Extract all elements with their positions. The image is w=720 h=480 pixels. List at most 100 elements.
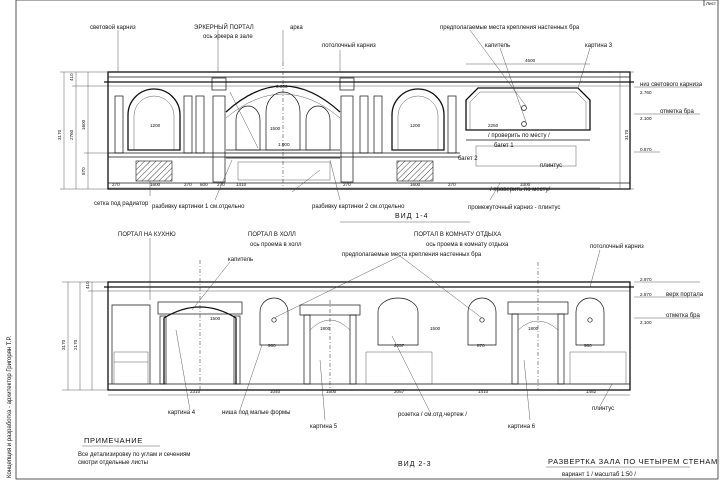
dim-left: 3170 [61,339,66,350]
label-picture-3: картина 3 [585,43,613,49]
label-hall-portal: ПОРТАЛ В ХОЛЛ [248,232,296,238]
dim-inside: 1800 [528,326,539,331]
label-sconce-places: предполагаемые места крепления настенных… [440,25,580,31]
label-picture-6: картина 6 [508,424,536,430]
dims-bottom-view-2-3: 2310 1040 1500 2057 1410 1482 [108,389,630,396]
label-rest-axis: ось проема в комнату отдыха [426,242,509,248]
dim-bottom: 1410 [478,389,489,394]
level-sconce: отметка бра [660,109,694,115]
label-bay-portal: ЭРКЕРНЫЙ ПОРТАЛ [194,23,254,31]
label-capital: капитель [485,43,510,49]
levels-right-view-2-3: 2.970 2.570 верх портала 2.100 отметка б… [634,277,704,325]
sconce-point [521,105,527,111]
footer-variant: вариант 1 / масштаб 1:50 / [562,472,636,478]
dim-bottom: 270 [112,182,120,187]
label-small-forms: ниша под малые формы [222,410,290,416]
dim-inside: 1800 [320,326,331,331]
note-block: ПРИМЕЧАНИЕ Все детализировку по углам и … [78,436,190,466]
footer-title-block: РАЗВЕРТКА ЗАЛА ПО ЧЕТЫРЕМ СТЕНАМ вариант… [546,457,717,478]
label-plinth: плинтус [540,163,562,169]
dim-inside: 2250 [488,123,499,128]
label-kitchen-portal: ПОРТАЛ НА КУХНЮ [118,232,176,238]
wall-outline [107,281,631,391]
dim-inside: 2057 [394,343,405,348]
view-1-4: 410 1600 3170 2760 870 3170 низ световог… [57,23,703,223]
label-radiator-grid: сетка под радиатор [94,201,149,207]
column [447,95,457,154]
view-title-2-3: ВИД 2-3 [398,461,432,468]
dim-left: 1600 [81,119,86,130]
radiator-grid [135,160,173,182]
dim-bottom: 3300 [520,182,531,187]
sheet-mark: Лист [706,1,717,6]
level-mark: 2.570 [640,292,652,297]
dim-inside: 1500 [430,326,441,331]
wall-outline [107,71,631,190]
dim-left: 3170 [57,129,62,140]
rest-room-portal [467,262,627,390]
dim-bottom: 1600 [150,182,161,187]
label-check-in-place: / проверить по месту / [488,133,550,139]
level-mark: 2.100 [640,116,652,121]
dim-left: 870 [81,167,86,175]
column [183,95,193,154]
level-sconce: отметка бра [666,313,700,319]
dim-bottom: 1040 [270,389,281,394]
dim-inside: 980 [584,343,592,348]
side-stamp: Концепция и разработка - архитектор Григ… [7,336,13,478]
dim-bottom: 2057 [394,389,405,394]
dim-bottom: 1500 [326,389,337,394]
dim-right: 3170 [624,129,629,140]
sconce-point [521,121,527,127]
column [195,95,205,154]
note-title: ПРИМЕЧАНИЕ [84,436,143,445]
label-capital: капитель [228,257,253,263]
central-portal [299,300,361,390]
dims-bottom-view-1-4: 270 1600 270 600 270 1410 270 1600 270 3… [108,182,600,189]
label-intermediate-cornice: промежуточный карниз - плинтус [468,204,560,211]
dim-left: 410 [85,281,90,289]
dim-inside: 1200 [150,123,161,128]
note-line: смотри отдельные листы [78,460,148,466]
level-light-cornice: низ светового карниза [640,82,703,88]
dim-bottom: 1482 [586,389,597,394]
dim-left: 2170 [73,339,78,350]
dims-left-view-2-3: 410 2170 3170 [61,281,108,391]
level-mark: 2.100 [640,320,652,325]
kitchen-portal [111,304,151,385]
dim-top: 4600 [525,58,536,63]
dims-right-view-1-4: 3170 низ светового карниза 2.760 отметка… [612,71,703,190]
arched-window-right [391,88,445,151]
dim-bottom: 270 [184,182,192,187]
label-light-cornice: световой карниз [90,24,136,31]
picture-3-panel [465,87,591,167]
dim-bottom: 1410 [236,182,247,187]
dim-bottom: 2310 [190,389,201,394]
label-rest-portal: ПОРТАЛ В КОМНАТУ ОТДЫХА [414,232,501,238]
dim-bottom: 270 [448,182,456,187]
label-arch: арка [290,25,303,31]
dim-inside: 1500 [270,126,281,131]
sconce-niche [377,297,419,346]
label-check-in-place-2: / проверить по месту/ [490,187,550,193]
view-title-1-4: ВИД 1-4 [395,213,429,220]
column [114,95,124,154]
dim-inside: 960 [268,343,276,348]
level-mark: 0.870 [640,147,652,152]
label-ceiling-cornice: потолочный карниз [322,42,376,49]
label-ceiling-cornice: потолочный карниз [590,243,644,250]
bay-portal [211,62,355,190]
level-mark: 1.000 [278,142,290,147]
label-break-pic-1: разбивку картинки 1 см.отдельно [152,204,245,210]
column [359,95,369,154]
label-baguette-1: багет 1 [494,143,514,149]
dim-bottom: 600 [200,182,208,187]
level-mark: 3.000 [276,84,288,89]
dim-bottom: 1600 [410,182,421,187]
dim-inside: 1500 [210,316,221,321]
arched-window-left [127,88,181,151]
dim-inside: 1200 [410,123,421,128]
leaders-view-2-3 [149,238,613,421]
hall-portal [157,260,243,390]
